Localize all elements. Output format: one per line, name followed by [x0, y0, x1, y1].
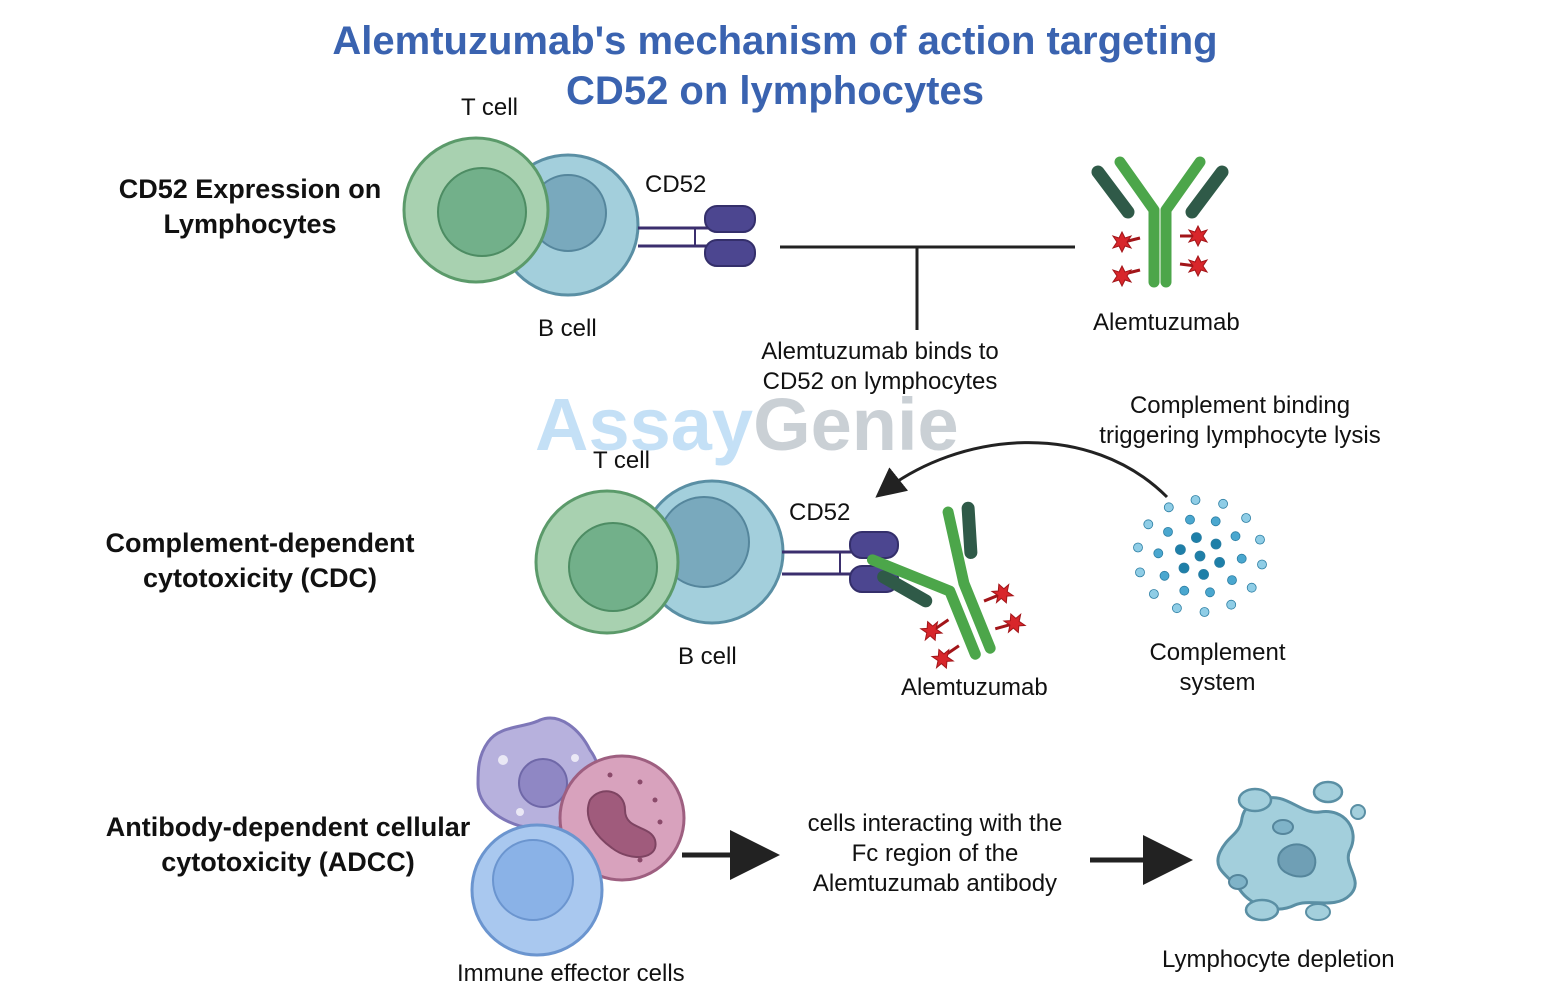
- complement-protein-dot: [1214, 557, 1225, 568]
- complement-protein-dot: [1172, 603, 1182, 614]
- complement-protein-dot: [1257, 559, 1267, 570]
- complement-protein-dot: [1149, 589, 1159, 599]
- complement-protein-dot: [1246, 582, 1257, 593]
- complement-protein-dot: [1178, 562, 1190, 574]
- complement-protein-dot: [1153, 548, 1164, 559]
- effector-cell-pink: [558, 754, 686, 882]
- cd52-label-top: CD52: [645, 171, 707, 198]
- section-label-cdc: Complement-dependent cytotoxicity (CDC): [105, 528, 415, 593]
- complement-system-label: Complement system: [1149, 639, 1286, 696]
- complement-protein-dot: [1205, 587, 1215, 598]
- complement-protein-dot: [1218, 498, 1228, 509]
- complement-binding-description: Complement binding triggering lymphocyte…: [1099, 392, 1381, 449]
- complement-protein-dot: [1255, 534, 1265, 545]
- alemtuzumab-label-top: Alemtuzumab: [1093, 309, 1240, 336]
- cd52-label-cdc: CD52: [789, 499, 851, 526]
- t-cell-cdc: [534, 489, 680, 635]
- alemtuzumab-antibody-cdc: [866, 501, 1028, 672]
- complement-protein-dot: [1210, 516, 1221, 527]
- watermark-logo: AssayGenie: [535, 383, 959, 466]
- page-title: Alemtuzumab's mechanism of action target…: [332, 19, 1218, 113]
- complement-protein-dot: [1199, 607, 1210, 617]
- alemtuzumab-label-cdc: Alemtuzumab: [901, 674, 1048, 701]
- complement-arrow: [875, 441, 1169, 499]
- t-cell-top: [402, 136, 550, 284]
- section-label-expression: CD52 Expression on Lymphocytes: [118, 174, 382, 239]
- t-cell-label-cdc: T cell: [593, 447, 650, 474]
- lymphocyte-depletion-label: Lymphocyte depletion: [1162, 946, 1395, 973]
- complement-protein-dot: [1198, 569, 1209, 580]
- complement-protein-dot: [1226, 599, 1237, 610]
- fc-region-description: cells interacting with the Fc region of …: [807, 810, 1063, 897]
- binding-connector: [780, 245, 1075, 330]
- complement-protein-dot: [1135, 567, 1145, 578]
- complement-protein-dot: [1163, 502, 1174, 513]
- complement-protein-dot: [1133, 542, 1143, 553]
- complement-protein-dot: [1230, 531, 1241, 542]
- section-label-adcc: Antibody-dependent cellular cytotoxicity…: [105, 812, 471, 877]
- complement-protein-dot: [1175, 544, 1186, 555]
- complement-protein-dot: [1163, 527, 1173, 537]
- t-cell-label-top: T cell: [461, 94, 518, 121]
- complement-protein-dot: [1159, 570, 1170, 581]
- complement-protein-dot: [1227, 575, 1237, 585]
- complement-protein-dot: [1185, 514, 1195, 525]
- complement-protein-dot: [1236, 553, 1247, 564]
- complement-protein-dot: [1210, 538, 1222, 550]
- complement-protein-dot: [1143, 519, 1154, 530]
- b-cell-label-cdc: B cell: [678, 643, 737, 670]
- lysed-lymphocyte: [1216, 780, 1366, 922]
- b-cell-label-top: B cell: [538, 315, 597, 342]
- complement-system-dots: [1133, 495, 1267, 617]
- complement-protein-dot: [1191, 532, 1202, 543]
- effector-cell-blue: [470, 823, 604, 957]
- complement-protein-dot: [1179, 585, 1190, 596]
- immune-effector-label: Immune effector cells: [457, 960, 685, 987]
- complement-protein-dot: [1241, 513, 1251, 523]
- cd52-receptor-top: [638, 205, 756, 267]
- alemtuzumab-antibody-top: [1091, 156, 1229, 288]
- complement-protein-dot: [1194, 550, 1206, 562]
- complement-protein-dot: [1190, 495, 1201, 505]
- binds-description: Alemtuzumab binds to CD52 on lymphocytes: [761, 338, 999, 395]
